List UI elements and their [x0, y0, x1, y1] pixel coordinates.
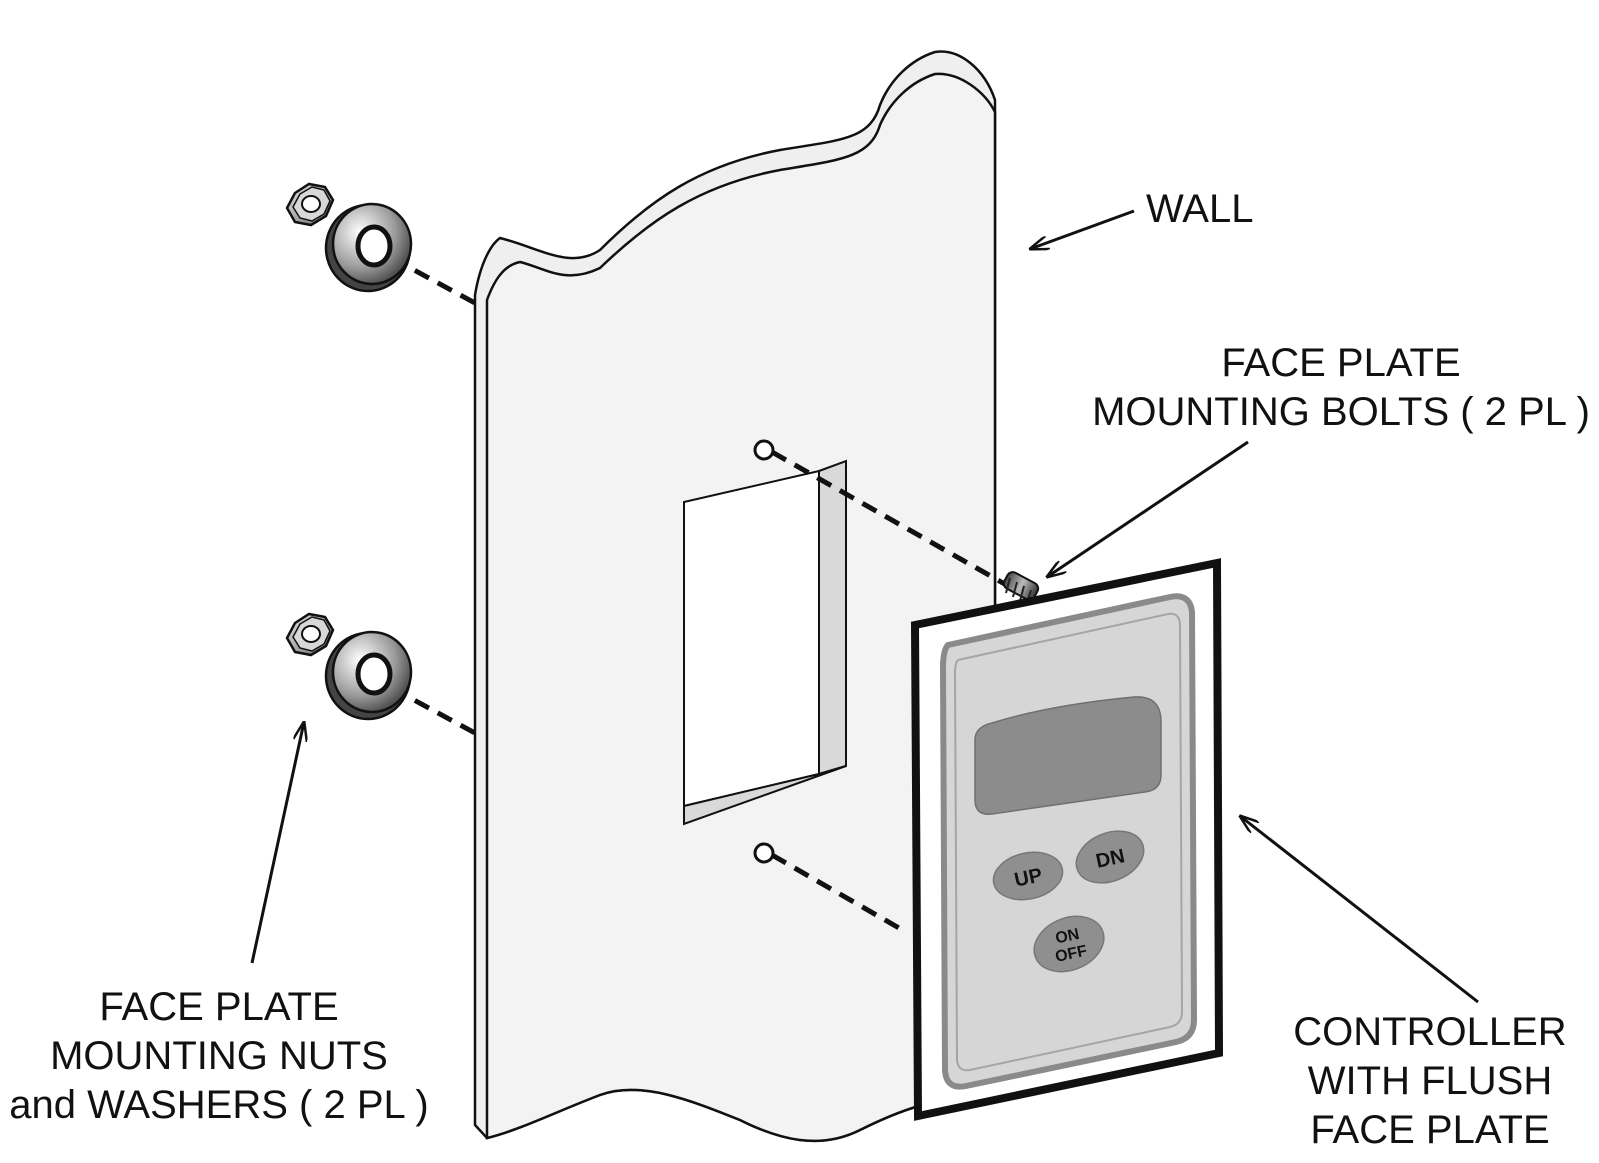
- on-button-label: ON: [1054, 926, 1081, 948]
- on-off-button[interactable]: ON OFF: [1026, 906, 1112, 981]
- bolt-hole-lower: [753, 842, 775, 864]
- arrow-controller: [1240, 816, 1479, 1004]
- bolt-hole-upper: [753, 439, 775, 461]
- controller-display: [974, 696, 1162, 815]
- label-nuts-line1: FACE PLATE: [99, 985, 338, 1029]
- cutout-side-depth: [818, 459, 847, 776]
- off-button-label: OFF: [1054, 943, 1089, 966]
- leader-arrows: [250, 209, 1479, 1004]
- label-controller-line3: FACE PLATE: [1310, 1108, 1549, 1152]
- lower-nut-washer: [285, 612, 413, 721]
- controller: UP DN ON OFF: [910, 558, 1224, 1121]
- label-nuts-line3: and WASHERS ( 2 PL ): [9, 1083, 428, 1127]
- label-controller-line2: WITH FLUSH: [1308, 1059, 1552, 1103]
- upper-nut-washer: [285, 182, 413, 293]
- face-plate-panel: [939, 593, 1198, 1090]
- label-bolts-line2: MOUNTING BOLTS ( 2 PL ): [1092, 390, 1590, 434]
- label-wall: WALL: [1146, 187, 1253, 231]
- label-controller-line1: CONTROLLER: [1293, 1010, 1566, 1054]
- cutout-bottom-depth: [683, 765, 847, 826]
- up-button[interactable]: UP: [989, 846, 1067, 906]
- mounting-bolt-icon: [1002, 571, 1040, 604]
- hex-nut-icon: [285, 612, 335, 657]
- dash-line-upper-bolt: [770, 449, 1012, 590]
- arrow-bolts: [1047, 440, 1249, 577]
- washer-icon: [324, 202, 413, 293]
- wall-cutout: [683, 459, 847, 826]
- bolt-holes: [753, 439, 775, 864]
- arrow-wall: [1030, 209, 1135, 249]
- hex-nut-icon: [285, 182, 335, 227]
- washer-icon: [324, 630, 413, 721]
- label-bolts-line1: FACE PLATE: [1221, 341, 1460, 385]
- callout-labels: WALL FACE PLATE MOUNTING BOLTS ( 2 PL ) …: [9, 187, 1590, 1152]
- arrow-nuts: [250, 722, 304, 964]
- cutout-opening: [683, 469, 820, 808]
- dn-button[interactable]: DN: [1069, 822, 1152, 893]
- label-nuts-line2: MOUNTING NUTS: [50, 1034, 388, 1078]
